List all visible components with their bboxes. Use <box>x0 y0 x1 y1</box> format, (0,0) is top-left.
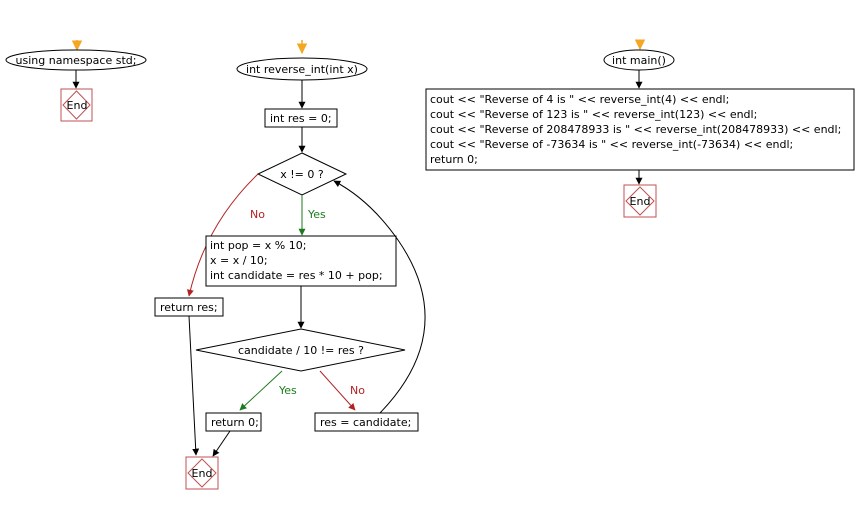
flow2-loop-back <box>333 180 426 414</box>
flow2-body-box <box>205 235 397 287</box>
flow2-reverse-int: int reverse_int(int x) int res = 0; x !=… <box>154 40 426 490</box>
flow2-no1-label: No <box>250 208 265 221</box>
flow2-cond2-label: candidate / 10 != res ? <box>238 344 364 357</box>
flow2-no2-branch <box>319 370 356 411</box>
flow3-body-line-5: return 0; <box>430 153 478 166</box>
flow3-body-line-2: cout << "Reverse of 123 is " << reverse_… <box>430 108 757 121</box>
flow1-start-label: using namespace std; <box>16 54 137 67</box>
flow3-start-label: int main() <box>612 54 666 67</box>
flow2-cond1-label: x != 0 ? <box>280 168 324 181</box>
flow2-start-label: int reverse_int(int x) <box>246 63 358 76</box>
flow1-using-namespace: using namespace std; End <box>5 40 147 122</box>
flow2-body-line-1: int pop = x % 10; <box>210 239 306 252</box>
flow2-no1-branch <box>186 173 259 297</box>
flow2-return-res-label: return res; <box>160 301 218 314</box>
flow2-init-label: int res = 0; <box>270 112 332 125</box>
flow2-assign-label: res = candidate; <box>320 416 411 429</box>
flow2-yes2-label: Yes <box>278 384 297 397</box>
flow2-end-label: End <box>192 467 213 480</box>
flow3-body-line-1: cout << "Reverse of 4 is " << reverse_in… <box>430 93 729 106</box>
flow1-end-label: End <box>67 99 88 112</box>
flow2-end-diamond <box>187 458 217 488</box>
flow3-main: int main() cout << "Reverse of 4 is " <<… <box>425 39 855 218</box>
flow3-end-label: End <box>630 195 651 208</box>
flow2-body-line-2: x = x / 10; <box>210 254 268 267</box>
flow3-body-line-4: cout << "Reverse of -73634 is " << rever… <box>430 138 793 151</box>
flow3-body-line-3: cout << "Reverse of 208478933 is " << re… <box>430 123 841 136</box>
flow2-body-line-3: int candidate = res * 10 + pop; <box>210 269 383 282</box>
flow2-yes2-branch <box>239 370 283 411</box>
flow2-return-res-to-end <box>188 315 200 456</box>
flow1-end-diamond <box>62 90 91 120</box>
flow2-return-0-box <box>205 412 262 432</box>
flow2-return-0-label: return 0; <box>211 416 259 429</box>
flow3-end-diamond <box>625 186 655 216</box>
flow3-body-box <box>425 88 855 171</box>
flow2-init-box <box>264 108 338 128</box>
flow2-return-0-to-end <box>212 430 231 457</box>
flow2-cond2-diamond <box>195 328 406 372</box>
flow2-assign-box <box>314 412 419 432</box>
flow2-yes1-label: Yes <box>307 208 326 221</box>
flow2-no2-label: No <box>350 384 365 397</box>
